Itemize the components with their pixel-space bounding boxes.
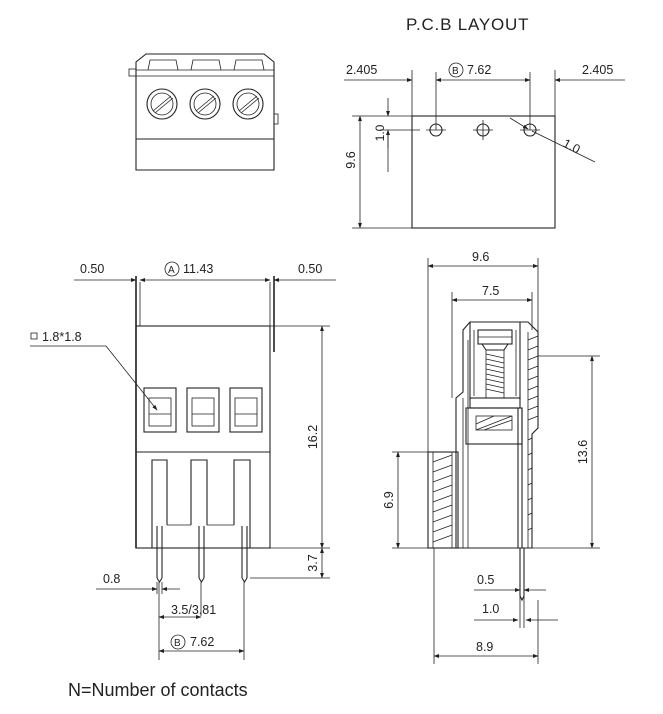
pcb-hole-3 [520, 123, 540, 137]
side-pin-thickness-dim: 0.5 [477, 573, 494, 587]
pcb-height-dim: 9.6 [344, 151, 358, 168]
contacts-legend: N=Number of contacts [68, 680, 248, 700]
pcb-hole-2 [473, 120, 493, 140]
front-screw-window-1 [143, 387, 177, 433]
front-screw-window-3 [229, 387, 263, 433]
front-pin-width-dim: 0.8 [103, 572, 120, 586]
pcb-hole-diameter-dim: 1.0 [561, 136, 583, 156]
pcb-layout-view: P.C.B LAYOUT 2.405 B 7.62 2.405 9.6 1.0 [344, 15, 625, 229]
legend-text: Number of contacts [92, 680, 248, 700]
front-screw-size-dim: 1.8*1.8 [42, 330, 82, 344]
front-pitch-dim: 7.62 [190, 635, 214, 649]
front-pitch-marker-circle [170, 634, 186, 650]
top-view [128, 53, 279, 171]
front-view: 0.50 A 11.43 0.50 1.8*1.8 16.2 3.7 0.8 3… [30, 261, 336, 660]
side-pin-width-dim: 1.0 [482, 602, 499, 616]
side-height-dim: 13.6 [576, 440, 590, 464]
front-span-marker-circle [164, 261, 180, 277]
side-contact-pin [517, 408, 525, 602]
front-span-dim: 11.43 [183, 262, 213, 276]
pcb-pitch-marker-circle [448, 62, 464, 78]
front-clearance-right-dim: 0.50 [298, 262, 322, 276]
side-hatch-right [527, 335, 539, 531]
side-base-depth-dim: 8.9 [476, 640, 493, 654]
front-screw-window-2 [186, 387, 220, 433]
pcb-hole-1 [426, 123, 446, 137]
square-symbol-icon [30, 332, 38, 340]
svg-text:N=Number of contacts: N=Number of contacts [68, 680, 248, 700]
top-view-slot-3 [232, 59, 265, 120]
pcb-edge-right-dim: 2.405 [582, 63, 613, 77]
side-clamp [465, 397, 523, 445]
pcb-hole-offset-dim: 1.0 [373, 124, 387, 141]
front-pin-spacing-dim: 3.5/3.81 [171, 603, 216, 617]
legend-symbol: = [81, 680, 92, 700]
top-view-slot-2 [189, 59, 222, 120]
front-body-height-dim: 16.2 [306, 425, 320, 449]
side-screw-thread [485, 350, 505, 398]
pcb-pitch-dim: 7.62 [467, 63, 491, 77]
side-total-depth-dim: 9.6 [472, 250, 489, 264]
pcb-pitch-letter: B [452, 66, 459, 77]
front-pin-3 [241, 526, 248, 584]
pcb-edge-left-dim: 2.405 [346, 63, 377, 77]
side-view: 9.6 7.5 13.6 6.9 0.5 1.0 8.9 [382, 250, 600, 664]
side-upper-depth-dim: 7.5 [482, 284, 499, 298]
front-pitch-letter: B [174, 638, 181, 649]
legend-prefix: N [68, 680, 81, 700]
front-pin-length-dim: 3.7 [306, 554, 320, 571]
side-lower-height-dim: 6.9 [382, 491, 396, 508]
front-pin-1 [156, 526, 163, 584]
front-clearance-left-dim: 0.50 [80, 262, 104, 276]
side-screw-head [477, 329, 513, 351]
front-pin-2 [198, 526, 205, 584]
side-hatch-left [432, 454, 453, 543]
pcb-layout-title: P.C.B LAYOUT [406, 15, 529, 34]
top-view-slot-1 [146, 59, 179, 120]
front-span-letter: A [168, 265, 175, 276]
